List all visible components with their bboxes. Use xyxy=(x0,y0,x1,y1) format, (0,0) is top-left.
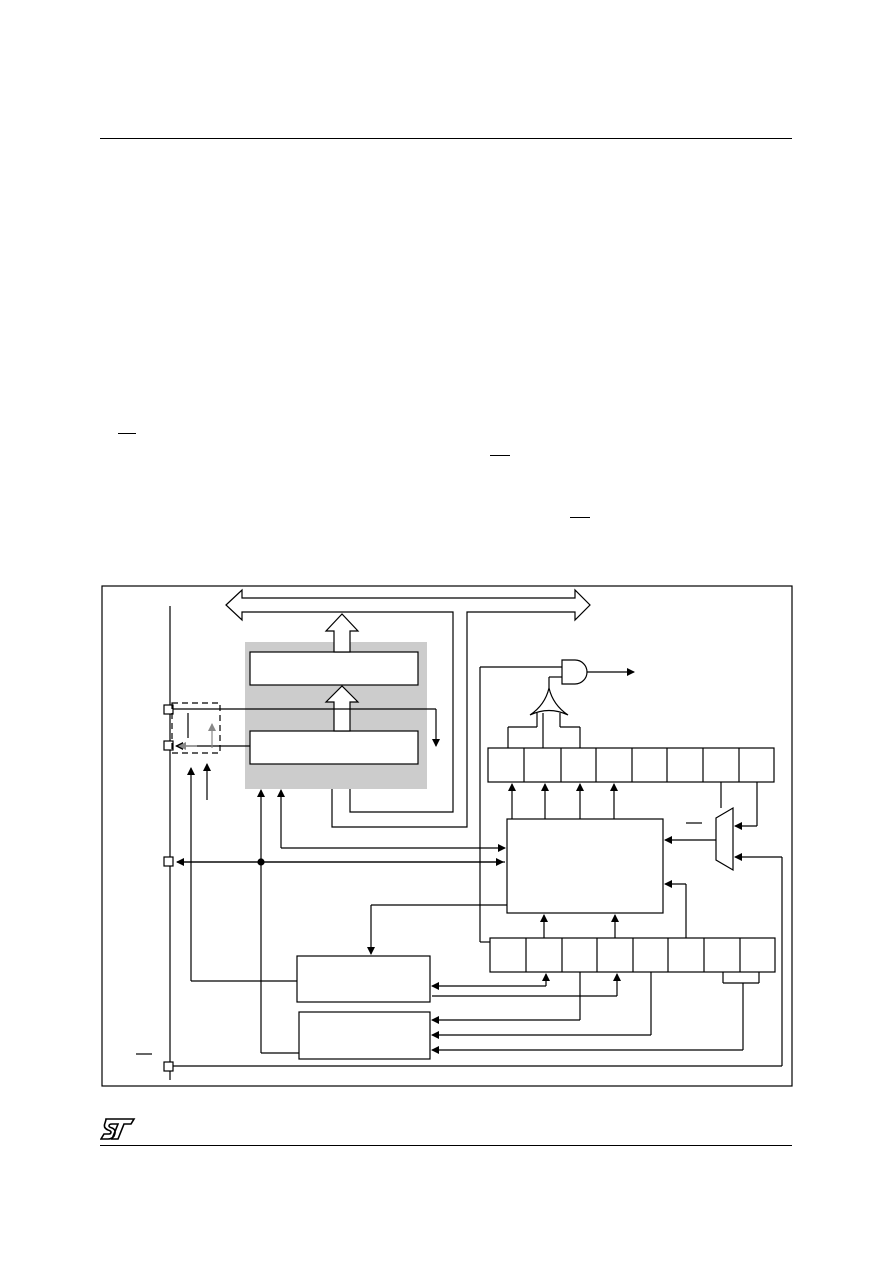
or-gate xyxy=(529,687,569,716)
hollow-arrow-up-1 xyxy=(324,613,360,653)
pin-square xyxy=(163,856,174,867)
data-bus xyxy=(225,588,591,828)
pin-square xyxy=(163,740,174,751)
dashed-box xyxy=(171,702,221,754)
upper-register-block xyxy=(249,651,419,686)
mode-block xyxy=(296,955,431,1003)
st-logo-icon xyxy=(100,1118,136,1140)
and-gate xyxy=(561,659,588,685)
header-rule xyxy=(100,138,792,139)
overline-mark xyxy=(118,433,136,434)
multiplexer xyxy=(715,806,734,872)
lower-bit-row xyxy=(489,937,776,973)
overline-mark xyxy=(570,517,590,518)
control-block xyxy=(506,818,664,914)
figure-frame xyxy=(101,585,793,1087)
lower-register-block xyxy=(249,730,419,765)
footer-rule xyxy=(100,1145,792,1146)
clock-block xyxy=(298,1011,431,1060)
overline-mark xyxy=(490,455,510,456)
upper-bit-row xyxy=(487,747,775,783)
pin-square xyxy=(163,1061,174,1072)
